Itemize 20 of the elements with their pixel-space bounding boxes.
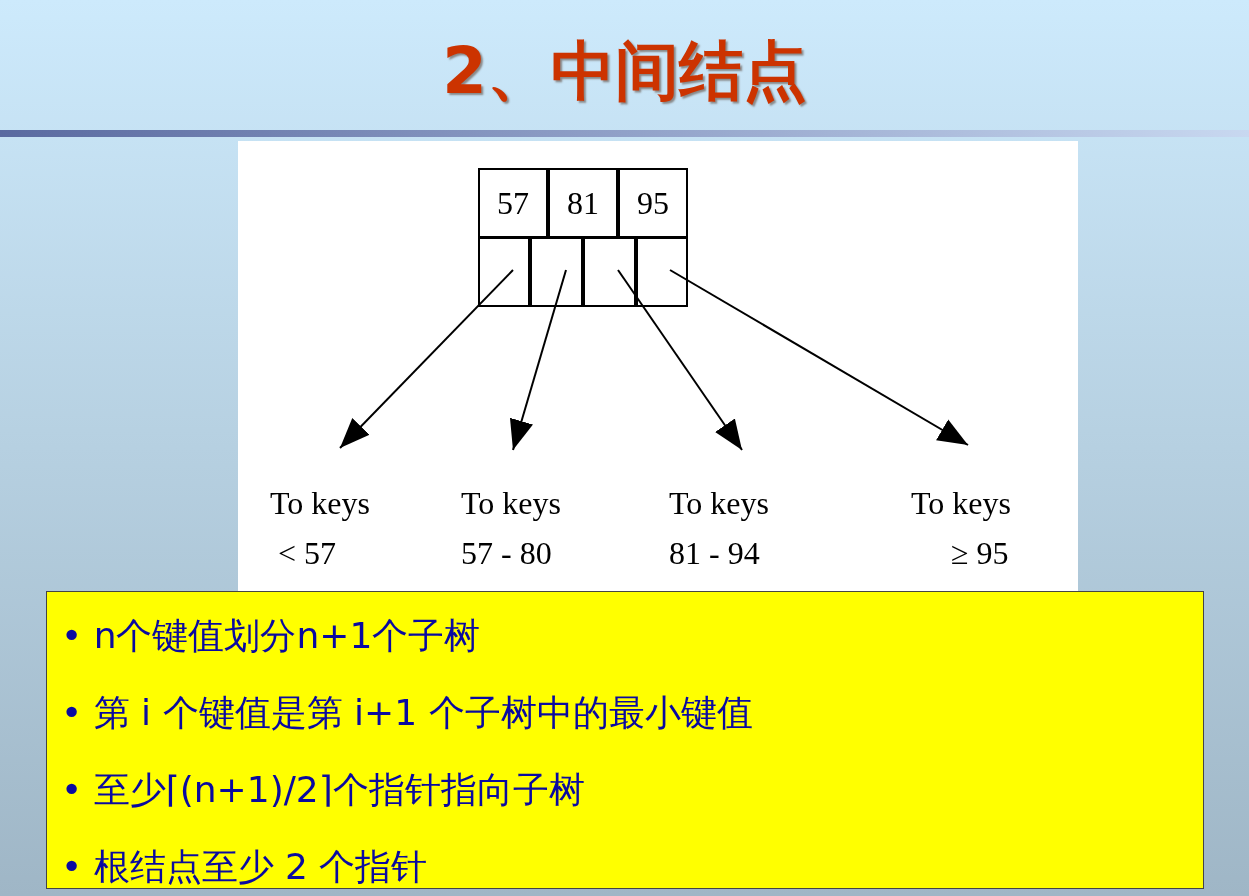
- child-range-label: To keys ≥ 95: [911, 478, 1061, 588]
- arrow: [669, 269, 969, 446]
- key-cell: 81: [548, 168, 618, 238]
- arrow: [509, 269, 567, 451]
- pointer-cell: [636, 237, 688, 307]
- child-range-label: To keys < 57: [270, 478, 420, 588]
- arrow: [339, 269, 514, 449]
- child-range-label: To keys 57 - 80: [461, 478, 611, 588]
- child-range-label: To keys 81 - 94: [669, 478, 819, 588]
- pointer-cell: [583, 237, 636, 307]
- bullet-text: • n个键值划分n+1个子树: [61, 614, 482, 658]
- pointer-cell: [530, 237, 583, 307]
- key-cell: 95: [618, 168, 688, 238]
- slide-title: 2、中间结点: [441, 33, 808, 110]
- arrow: [617, 269, 743, 451]
- bullet-text: • 根结点至少 2 个指针: [61, 845, 429, 889]
- bullet-text: • 至少⌈(n+1)/2⌉个指针指向子树: [61, 768, 586, 812]
- key-cell: 57: [478, 168, 548, 238]
- pointer-cell: [478, 237, 530, 307]
- bullet-text: • 第 i 个键值是第 i+1 个子树中的最小键值: [61, 691, 754, 735]
